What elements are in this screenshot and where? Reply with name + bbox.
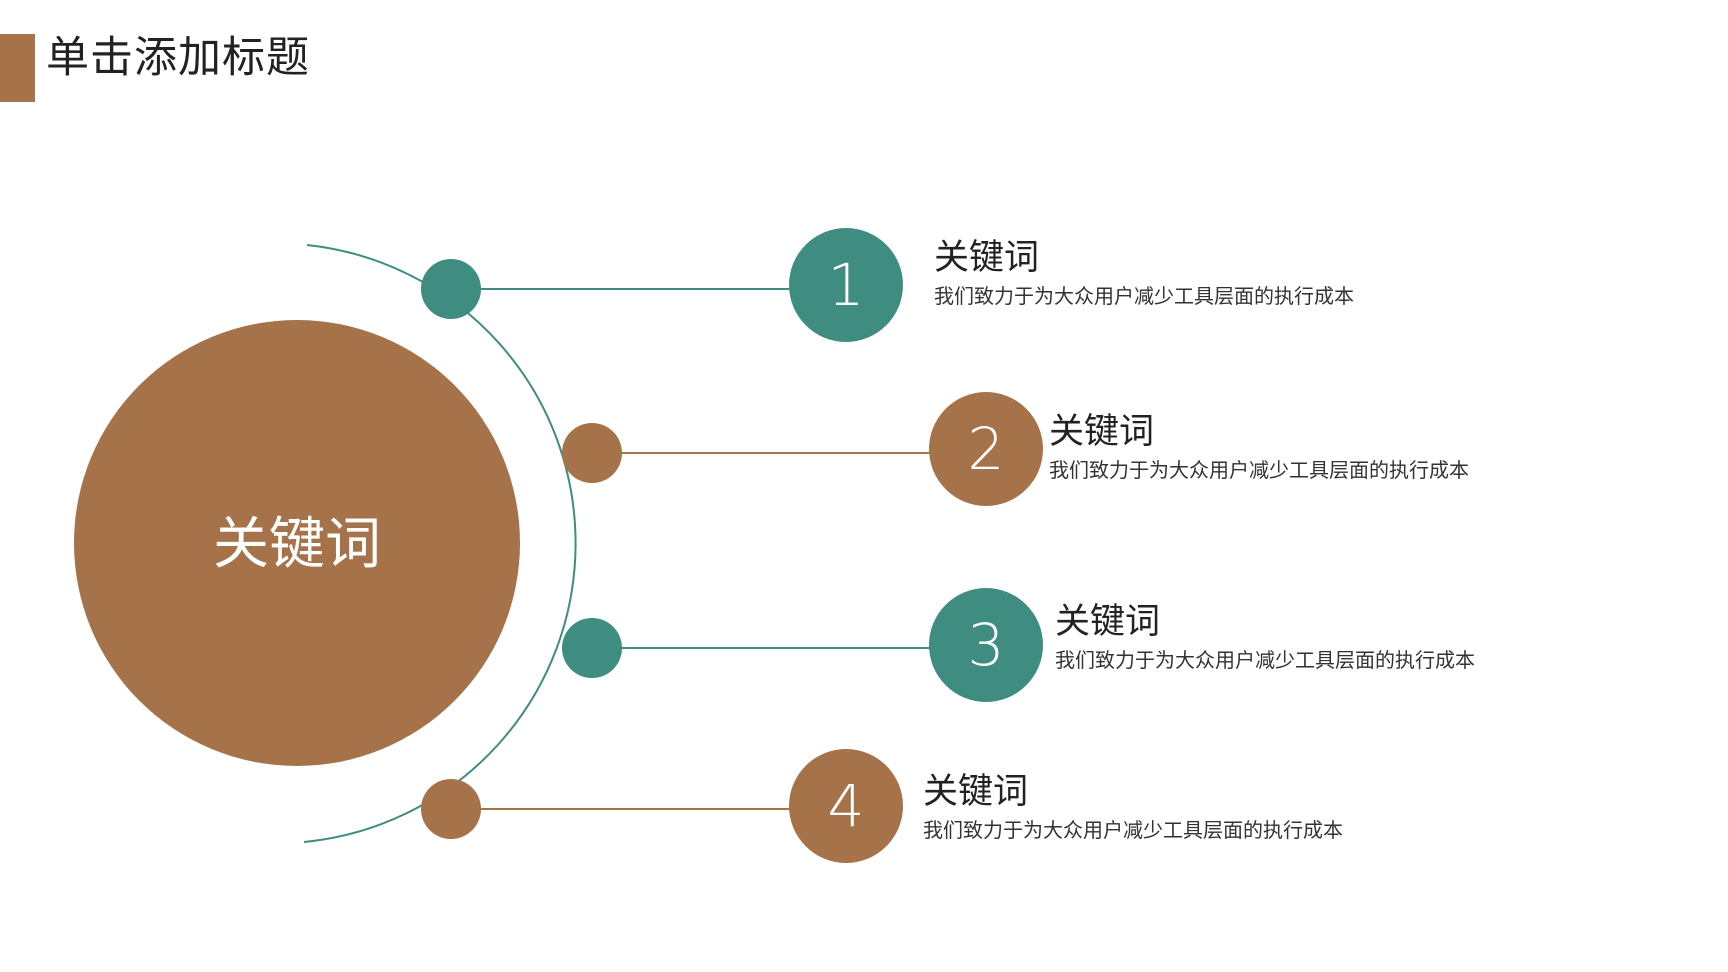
step-description-1[interactable]: 我们致力于为大众用户减少工具层面的执行成本 bbox=[934, 284, 1354, 308]
center-keyword[interactable]: 关键词 bbox=[213, 512, 381, 577]
step-circle-1 bbox=[789, 228, 903, 342]
slide-title[interactable]: 单击添加标题 bbox=[46, 33, 310, 83]
step-text-1: 关键词 我们致力于为大众用户减少工具层面的执行成本 bbox=[934, 236, 1354, 310]
step-text-4: 关键词 我们致力于为大众用户减少工具层面的执行成本 bbox=[923, 770, 1343, 844]
step-description-4[interactable]: 我们致力于为大众用户减少工具层面的执行成本 bbox=[923, 818, 1343, 842]
step-heading-4[interactable]: 关键词 bbox=[923, 772, 1029, 812]
step-number-2: 2 bbox=[967, 415, 1005, 483]
step-number-4: 4 bbox=[827, 772, 865, 840]
step-circle-4 bbox=[789, 749, 903, 863]
step-description-2[interactable]: 我们致力于为大众用户减少工具层面的执行成本 bbox=[1049, 458, 1469, 482]
step-heading-3[interactable]: 关键词 bbox=[1055, 602, 1161, 642]
arc-node-4 bbox=[421, 779, 481, 839]
step-number-1: 1 bbox=[827, 251, 865, 319]
title-accent-bar bbox=[0, 34, 26, 102]
arc-node-2 bbox=[562, 423, 622, 483]
step-text-3: 关键词 我们致力于为大众用户减少工具层面的执行成本 bbox=[1055, 600, 1475, 674]
center-circle bbox=[74, 320, 520, 766]
step-heading-2[interactable]: 关键词 bbox=[1049, 412, 1155, 452]
step-circle-3 bbox=[929, 588, 1043, 702]
arc-node-1 bbox=[421, 259, 481, 319]
step-heading-1[interactable]: 关键词 bbox=[934, 238, 1040, 278]
step-circle-2 bbox=[929, 392, 1043, 506]
title-accent-bar-thin bbox=[26, 34, 35, 102]
step-description-3[interactable]: 我们致力于为大众用户减少工具层面的执行成本 bbox=[1055, 648, 1475, 672]
step-number-3: 3 bbox=[967, 611, 1005, 679]
step-text-2: 关键词 我们致力于为大众用户减少工具层面的执行成本 bbox=[1049, 410, 1469, 484]
arc-node-3 bbox=[562, 618, 622, 678]
